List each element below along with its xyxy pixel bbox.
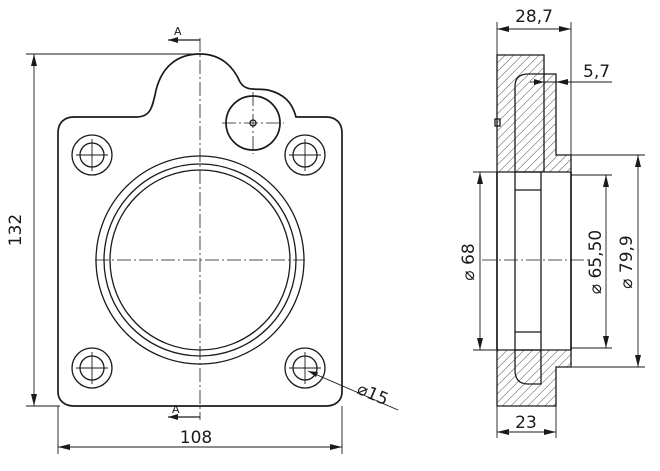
bore-band [514, 171, 542, 351]
svg-text:A: A [172, 403, 180, 416]
side-view: 28,7 5,7 23 ⌀ 68 [459, 7, 645, 438]
bolt-hole-bottom-right [284, 347, 326, 389]
inner-diameter-dimension: ⌀ 65,50 [571, 174, 612, 349]
front-view: A A 132 108 ⌀15 [6, 25, 399, 454]
svg-text:108: 108 [180, 428, 212, 448]
section-bottom-hatch [496, 349, 572, 407]
section-top-hatch [496, 54, 572, 173]
flange-outline [57, 53, 343, 407]
svg-text:A: A [174, 25, 182, 38]
svg-text:⌀ 79,9: ⌀ 79,9 [617, 235, 637, 289]
total-width-dimension: 28,7 [496, 7, 572, 155]
bolt-hole-bottom-left [71, 347, 113, 389]
outer-diameter-dimension: ⌀ 79,9 [571, 154, 645, 368]
svg-text:⌀ 68: ⌀ 68 [459, 243, 479, 280]
svg-text:⌀ 65,50: ⌀ 65,50 [586, 230, 606, 294]
bolt-hole-top-left [71, 134, 113, 176]
base-width-dimension: 23 [496, 406, 557, 438]
lip-dimension: 5,7 [530, 62, 612, 85]
bolt-hole-top-right [284, 134, 326, 176]
height-dimension: 132 [6, 53, 198, 407]
svg-text:28,7: 28,7 [515, 7, 553, 27]
width-dimension: 108 [57, 406, 343, 454]
bore-diameter-dimension: ⌀ 68 [459, 171, 497, 351]
hole-diameter-leader: ⌀15 [307, 370, 399, 411]
section-marker-bottom: A [168, 403, 200, 420]
svg-text:132: 132 [6, 214, 26, 246]
svg-text:⌀15: ⌀15 [354, 379, 391, 410]
svg-text:5,7: 5,7 [583, 62, 610, 82]
svg-text:23: 23 [515, 413, 537, 433]
inner-cavity [514, 73, 545, 172]
section-marker-top: A [168, 25, 200, 43]
